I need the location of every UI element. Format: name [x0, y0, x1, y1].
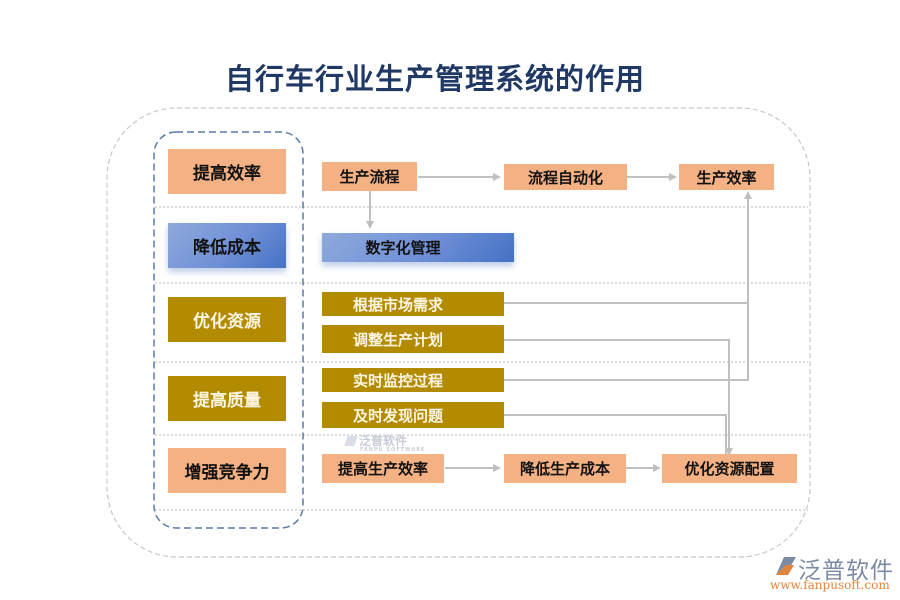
page-title: 自行车行业生产管理系统的作用: [0, 56, 900, 98]
node-cut-production-cost: 降低生产成本: [504, 454, 626, 483]
node-label: 调整生产计划: [352, 330, 443, 349]
row-separators: [155, 206, 808, 511]
node-boost-production-efficiency: 提高生产效率: [322, 454, 444, 483]
watermark-logo-icon: [344, 436, 358, 446]
category-improve-quality: 提高质量: [168, 376, 286, 421]
node-label: 生产效率: [696, 168, 757, 187]
node-label: 根据市场需求: [352, 295, 443, 314]
watermark: 泛普软件 FANPU SOFTWARE: [344, 432, 426, 453]
category-label: 提高质量: [193, 391, 261, 411]
category-frame: [153, 131, 304, 529]
node-optimize-resource-allocation: 优化资源配置: [662, 454, 797, 483]
node-digital-management: 数字化管理: [322, 233, 514, 262]
watermark-sub: FANPU SOFTWARE: [360, 447, 426, 453]
node-market-demand: 根据市场需求: [322, 292, 504, 316]
node-label: 实时监控过程: [352, 371, 443, 390]
node-realtime-monitoring: 实时监控过程: [322, 368, 504, 392]
node-label: 流程自动化: [527, 168, 603, 187]
node-label: 降低生产成本: [519, 460, 610, 478]
category-reduce-cost: 降低成本: [168, 223, 286, 268]
node-production-process: 生产流程: [322, 162, 417, 191]
node-label: 优化资源配置: [684, 460, 775, 478]
node-label: 生产流程: [339, 168, 400, 186]
node-adjust-plan: 调整生产计划: [322, 325, 504, 353]
category-optimize-resources: 优化资源: [168, 297, 286, 342]
category-label: 降低成本: [193, 238, 261, 258]
fanpu-logo-icon: [776, 557, 796, 575]
category-label: 提高效率: [193, 164, 261, 184]
title-text: 自行车行业生产管理系统的作用: [224, 62, 645, 96]
node-process-automation: 流程自动化: [504, 164, 627, 190]
fanpu-logo: 泛普软件 www.fanpusoft.com: [770, 551, 895, 596]
outer-frame: [106, 107, 811, 558]
logo-brand: 泛普软件: [798, 558, 894, 584]
node-detect-problems: 及时发现问题: [322, 402, 504, 428]
node-label: 及时发现问题: [352, 406, 443, 425]
category-improve-efficiency: 提高效率: [168, 149, 286, 194]
category-label: 优化资源: [193, 312, 261, 332]
node-production-efficiency: 生产效率: [679, 164, 774, 190]
category-enhance-competitiveness: 增强竞争力: [168, 448, 286, 493]
logo-url: www.fanpusoft.com: [770, 578, 890, 592]
category-label: 增强竞争力: [184, 463, 270, 483]
watermark-brand: 泛普软件: [359, 434, 408, 448]
node-label: 提高生产效率: [337, 460, 428, 478]
node-label: 数字化管理: [365, 239, 441, 257]
